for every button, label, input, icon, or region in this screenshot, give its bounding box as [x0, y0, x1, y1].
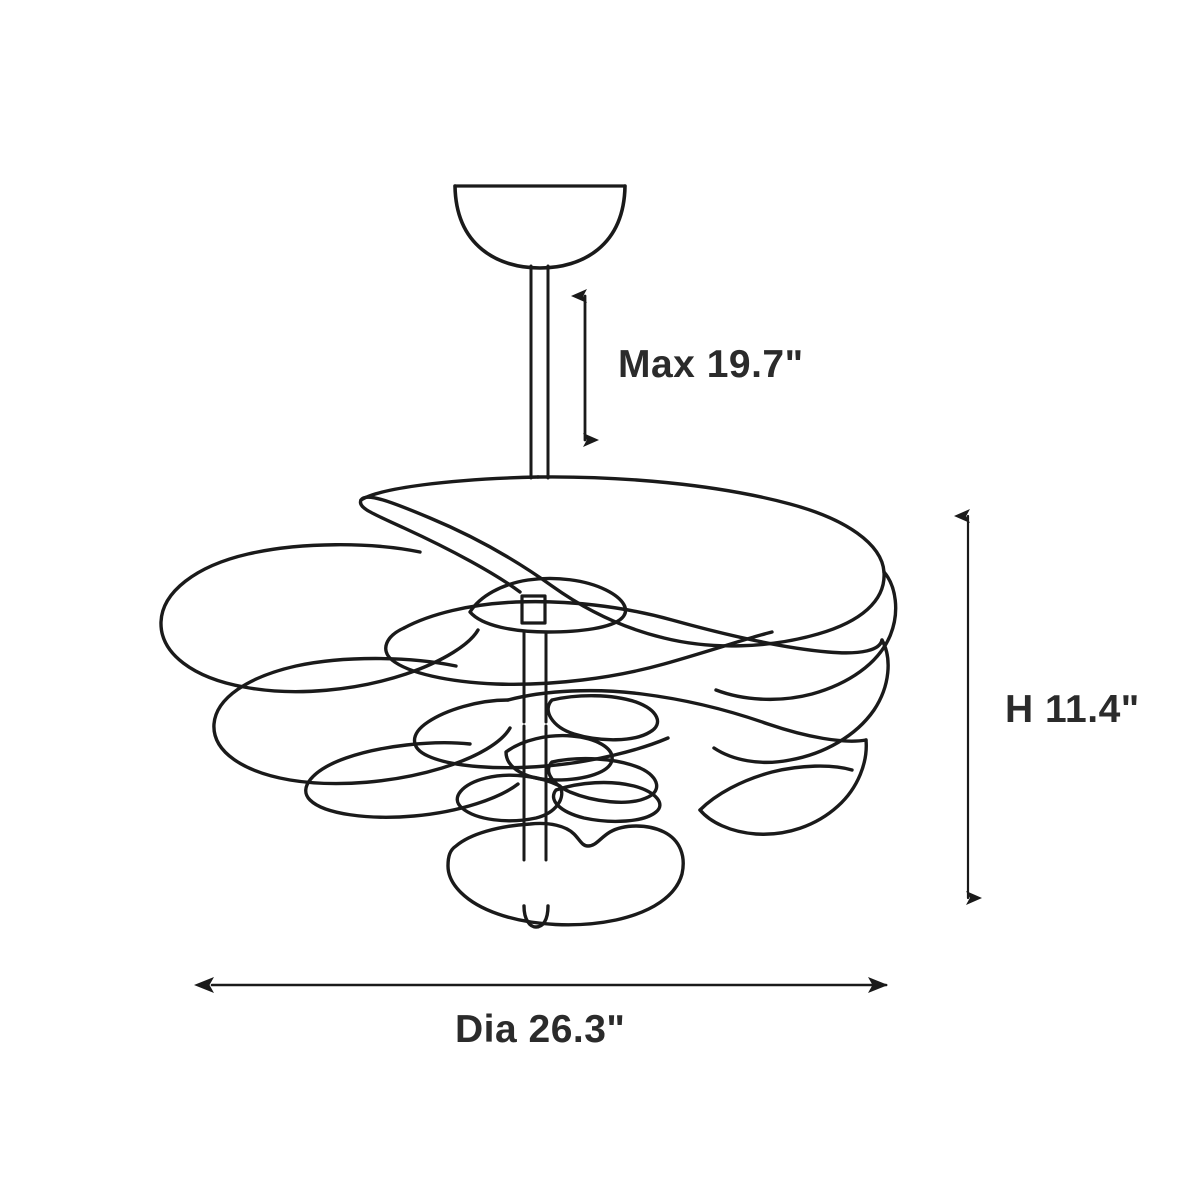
- height-dimension-label: H 11.4": [1005, 688, 1140, 731]
- blade-tier-4-left: [212, 656, 512, 786]
- downrod: [529, 264, 550, 480]
- blade-tier-1: [358, 475, 886, 648]
- blade-hub-collar: [468, 576, 628, 634]
- blade-bottom-bowl: [446, 821, 685, 927]
- bottom-finial: [522, 904, 550, 929]
- blade-tier-3: [384, 599, 884, 686]
- center-hub: [520, 594, 547, 625]
- blade-tier-4-right: [712, 638, 890, 764]
- blade-tier-5-right-lobe: [698, 738, 868, 836]
- blade-tier-2-left: [159, 543, 480, 694]
- blade-tier-6-left: [304, 741, 520, 819]
- shaft-segment-upper: [522, 630, 548, 724]
- blade-tier-2-right: [714, 570, 898, 702]
- shaft-segment-lower: [522, 724, 548, 862]
- drop-dimension-label: Max 19.7": [618, 343, 804, 386]
- diameter-dimension-label: Dia 26.3": [455, 1008, 626, 1051]
- ceiling-canopy: [453, 184, 627, 270]
- blade-right-small-petals: [546, 694, 660, 804]
